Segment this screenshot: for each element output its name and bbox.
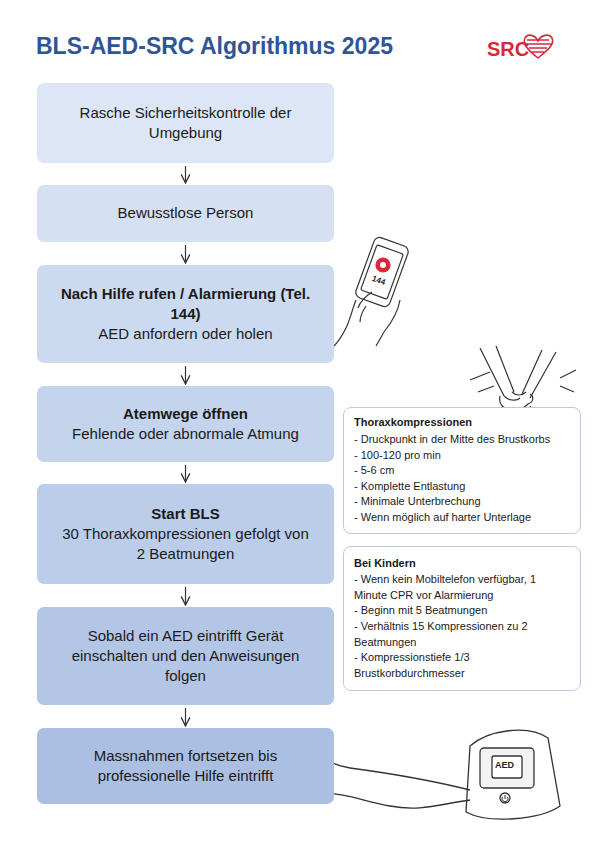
- logo-text: SRC: [487, 38, 529, 61]
- phone-in-hand: [334, 236, 410, 346]
- flow-arrow: [185, 366, 186, 384]
- body-text: - 100-120 pro min: [354, 448, 441, 464]
- process-box: Rasche Sicherheitskontrolle der Umgebung: [37, 83, 334, 163]
- body-text: Bewusstlose Person: [118, 203, 254, 223]
- flow-arrow: [185, 465, 186, 482]
- heading-text: Thoraxkompressionen: [354, 415, 472, 431]
- title: BLS-AED-SRC Algorithmus 2025: [36, 33, 393, 60]
- aed-device: [302, 730, 560, 819]
- process-box: Atemwege öffnenFehlende oder abnormale A…: [37, 386, 334, 462]
- body-text: - Minimale Unterbrechung: [354, 494, 481, 510]
- body-text: Sobald ein AED eintrifft Gerät einschalt…: [59, 626, 312, 687]
- heading-text: Atemwege öffnen: [123, 404, 248, 424]
- flow-arrow: [185, 166, 186, 183]
- flow-arrow: [185, 245, 186, 263]
- device-label: AED: [495, 760, 514, 770]
- process-box: Sobald ein AED eintrifft Gerät einschalt…: [37, 607, 334, 705]
- body-text: - Verhältnis 15 Kompressionen zu 2 Beatm…: [354, 619, 570, 650]
- body-text: Rasche Sicherheitskontrolle der Umgebung: [59, 103, 312, 144]
- body-text: - Kompressionstiefe 1/3 Brustkorbdurchme…: [354, 650, 570, 681]
- process-box: Massnahmen fortsetzen bis professionelle…: [37, 728, 334, 804]
- flow-arrow: [185, 587, 186, 605]
- body-text: AED anfordern oder holen: [98, 324, 272, 344]
- body-text: - Wenn kein Mobiltelefon verfügbar, 1 Mi…: [354, 572, 570, 603]
- process-box: Nach Hilfe rufen / Alarmierung (Tel. 144…: [37, 265, 334, 363]
- process-box: Bewusstlose Person: [37, 185, 334, 242]
- body-text: - Komplette Entlastung: [354, 479, 465, 495]
- body-text: - Beginn mit 5 Beatmungen: [354, 603, 487, 619]
- info-box: Thoraxkompressionen- Druckpunkt in der M…: [343, 407, 581, 534]
- body-text: - Wenn möglich auf harter Unterlage: [354, 510, 531, 526]
- process-box: Start BLS30 Thoraxkompressionen gefolgt …: [37, 484, 334, 584]
- info-box: Bei Kindern- Wenn kein Mobiltelefon verf…: [343, 546, 581, 691]
- flow-arrow: [185, 708, 186, 726]
- body-text: - Druckpunkt in der Mitte des Brustkorbs: [354, 432, 550, 448]
- body-text: Fehlende oder abnormale Atmung: [72, 424, 299, 444]
- body-text: - 5-6 cm: [354, 463, 394, 479]
- heading-text: Bei Kindern: [354, 556, 416, 572]
- body-text: Massnahmen fortsetzen bis professionelle…: [59, 746, 312, 787]
- heading-text: Start BLS: [151, 504, 219, 524]
- body-text: 30 Thoraxkompressionen gefolgt von 2 Bea…: [59, 524, 312, 565]
- heading-text: Nach Hilfe rufen / Alarmierung (Tel. 144…: [59, 284, 312, 325]
